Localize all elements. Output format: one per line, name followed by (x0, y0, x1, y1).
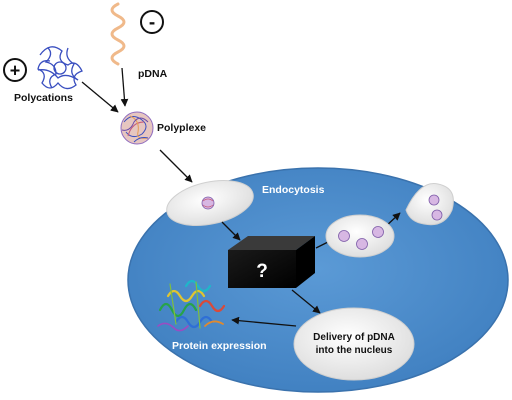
minus-sign-icon: - (140, 10, 164, 34)
endosome-vesicle (325, 214, 395, 258)
delivery-label-line2: into the nucleus (316, 345, 393, 356)
minus-sign-text: - (149, 13, 155, 34)
endocytosis-label: Endocytosis (262, 184, 325, 196)
pdna-label: pDNA (138, 68, 168, 80)
plus-sign-text: + (10, 61, 21, 81)
polycations-label: Polycations (14, 92, 73, 104)
unknown-mechanism-label: ? (256, 261, 268, 282)
unknown-mechanism-box (228, 236, 315, 288)
arrow-polyplexe-to-cell (159, 149, 193, 183)
arrow-polycations-to-polyplexe (81, 81, 119, 113)
arrow-endocytosis-to-box (221, 221, 241, 241)
endosome-particles (338, 226, 384, 250)
polycation-molecule-icon (37, 46, 83, 90)
exit-vesicle-particles (428, 194, 443, 221)
delivery-label-line1: Delivery of pDNA (313, 332, 395, 343)
arrow-pdna-to-polyplexe (120, 67, 129, 107)
polyplex-particle-icon (120, 111, 154, 145)
protein-structure-icon (157, 279, 226, 332)
dna-strand-icon (110, 2, 126, 66)
polyplexe-label: Polyplexe (157, 122, 206, 134)
arrow-nucleus-to-protein (231, 316, 297, 327)
arrow-box-to-nucleus (291, 289, 321, 314)
protein-expression-label: Protein expression (172, 340, 267, 352)
plus-sign-icon: + (3, 58, 27, 82)
nucleus (293, 307, 415, 381)
vesicle-particle (201, 196, 215, 210)
